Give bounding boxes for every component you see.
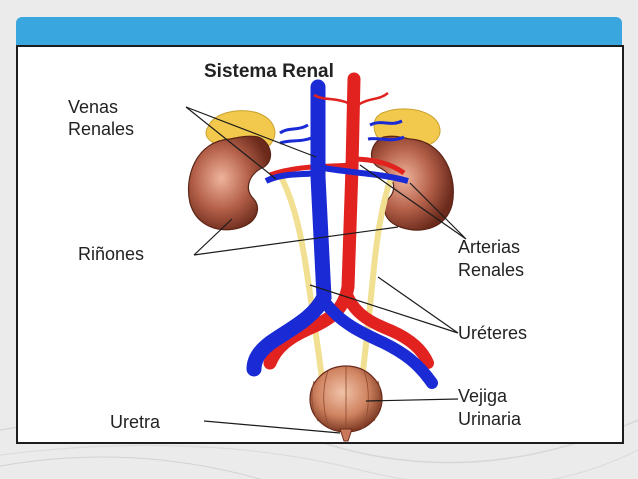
right-iliac-artery: [342, 291, 434, 369]
renal-vein-right: [317, 164, 409, 184]
leader-arterias-renales: [359, 164, 467, 240]
suprarenal-vessels: [279, 119, 405, 145]
right-ureter: [359, 173, 395, 380]
label-rinones: Riñones: [78, 244, 144, 264]
label-vejiga-urinaria-line2: Urinaria: [458, 409, 522, 429]
leader-ureteres: [309, 276, 459, 334]
leader-rinones: [193, 218, 399, 256]
label-uretra: Uretra: [110, 412, 161, 432]
renal-artery-right: [351, 156, 406, 176]
leader-venas-renales: [185, 106, 317, 180]
label-ureteres: Uréteres: [458, 323, 527, 343]
suprarenal-arteries: [313, 91, 389, 107]
label-vejiga-urinaria-line1: Vejiga: [458, 386, 508, 406]
right-iliac-vein: [318, 295, 438, 389]
label-arterias-renales-line1: Arterias: [458, 237, 520, 257]
leader-uretra: [203, 420, 341, 434]
slide-header-bar: [16, 17, 622, 47]
renal-system-diagram: Sistema Renal: [68, 61, 527, 442]
diagram-title: Sistema Renal: [204, 61, 334, 82]
left-kidney: [187, 135, 272, 231]
renal-vein-left: [264, 170, 319, 184]
left-ureter: [277, 173, 325, 380]
label-venas-renales-line1: Venas: [68, 97, 118, 117]
label-arterias-renales-line2: Renales: [458, 260, 524, 280]
diagram-frame: Sistema Renal: [16, 45, 624, 444]
leader-vejiga-urinaria: [365, 398, 459, 402]
label-venas-renales-line2: Renales: [68, 119, 134, 139]
urethra: [339, 428, 353, 442]
bladder-stripes: [311, 367, 381, 431]
